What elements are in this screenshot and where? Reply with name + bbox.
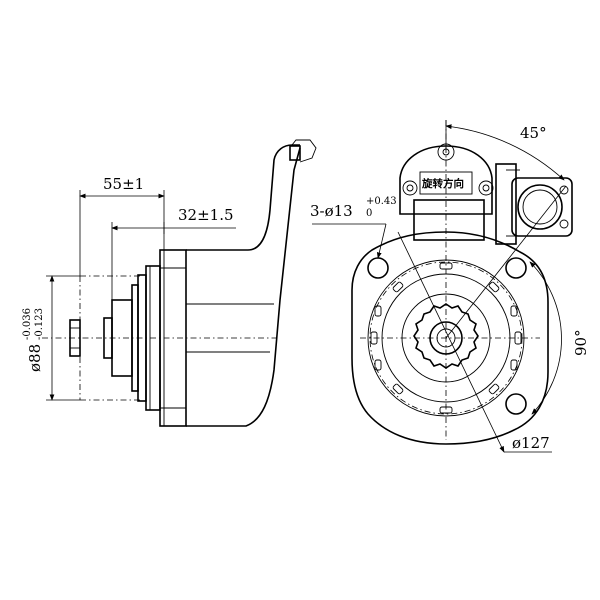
outer-flange-outline bbox=[351, 231, 549, 445]
side-view: 55±1 32±1.5 ø88 -0.036 -0.123 bbox=[22, 139, 317, 427]
side-connector bbox=[495, 163, 573, 245]
dim-pitch-group: 90° bbox=[529, 261, 590, 415]
housing-body bbox=[185, 139, 317, 427]
dim-diameter-group: ø88 -0.036 -0.123 bbox=[22, 275, 80, 401]
left-terminal bbox=[402, 180, 418, 196]
front-view: 旋转方向 3-ø13 +0.43 0 45° bbox=[310, 120, 590, 453]
dim-length-text: 55±1 bbox=[103, 175, 144, 193]
solenoid-assembly: 旋转方向 bbox=[399, 143, 494, 241]
dim-holes-group: 3-ø13 +0.43 0 bbox=[310, 196, 397, 259]
inner-ring-inner bbox=[381, 273, 511, 403]
dim-diameter-lower-tol: -0.123 bbox=[34, 308, 45, 340]
dim-diameter-upper-tol: -0.036 bbox=[22, 308, 33, 340]
rotation-direction-label: 旋转方向 bbox=[421, 177, 464, 190]
dim-angle-text: 45° bbox=[520, 124, 547, 142]
mounting-hole-3 bbox=[505, 393, 527, 415]
dim-holes-text: 3-ø13 bbox=[310, 202, 353, 220]
bolt-circle bbox=[369, 261, 523, 415]
inner-ring-outer bbox=[367, 259, 525, 417]
dim-angle-group: 45° bbox=[445, 120, 567, 339]
dim-flange-group: 32±1.5 bbox=[111, 206, 236, 300]
mounting-hole-2 bbox=[505, 257, 527, 279]
dim-flange-text: 32±1.5 bbox=[178, 206, 234, 224]
dim-circle-group: ø127 bbox=[397, 231, 552, 453]
dim-pitch-text: 90° bbox=[572, 329, 590, 356]
mounting-hole-1 bbox=[367, 257, 389, 279]
dim-holes-upper-tol: +0.43 bbox=[366, 196, 397, 207]
dim-diameter-text: ø88 bbox=[26, 344, 44, 372]
dim-circle-text: ø127 bbox=[512, 434, 550, 452]
dim-length-group: 55±1 bbox=[79, 175, 165, 276]
pinion-gear bbox=[401, 293, 491, 383]
nose-hidden-outline bbox=[79, 275, 140, 401]
dim-holes-lower-tol: 0 bbox=[366, 208, 372, 219]
ring-slots bbox=[370, 262, 522, 414]
solenoid-neck bbox=[413, 199, 485, 241]
right-terminal bbox=[478, 180, 494, 196]
